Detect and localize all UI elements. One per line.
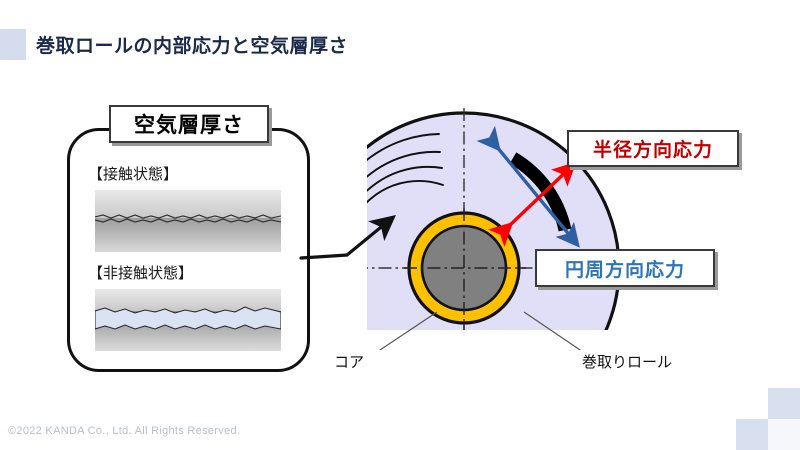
panel-to-roll-arrow [299,214,396,260]
air-layer-title-box: 空気層厚さ [109,105,269,143]
core-label: コア [334,354,365,371]
core-center-lines [404,208,526,330]
copyright-footer: ©2022 KANDA Co., Ltd. All Rights Reserve… [8,425,241,437]
circumferential-stress-label-box: 円周方向応力 [535,249,715,287]
corner-decoration-square-1 [768,388,800,419]
non-contact-state-illustration [95,289,281,351]
page-title: 巻取ロールの内部応力と空気層厚さ [36,36,349,57]
core-leader-line [378,311,438,350]
non-contact-state-label: 【非接触状態】 [88,265,194,282]
title-accent-bar [0,29,26,60]
radial-stress-label-box: 半径方向応力 [567,130,739,167]
air-layer-title-text: 空気層厚さ [134,114,244,137]
radial-stress-arrow [487,161,577,247]
wound-layer-arcs [367,133,444,204]
contact-state-illustration [95,190,281,252]
corner-decoration-square-2 [736,419,768,450]
contact-state-label: 【接触状態】 [88,166,179,183]
corner-decoration-square-3 [768,419,800,450]
circumferential-stress-label-text: 円周方向応力 [564,259,685,281]
roll-leader-line [523,311,582,350]
winding-roll-label: 巻取りロール [582,354,673,371]
radial-stress-label-text: 半径方向応力 [592,140,713,161]
